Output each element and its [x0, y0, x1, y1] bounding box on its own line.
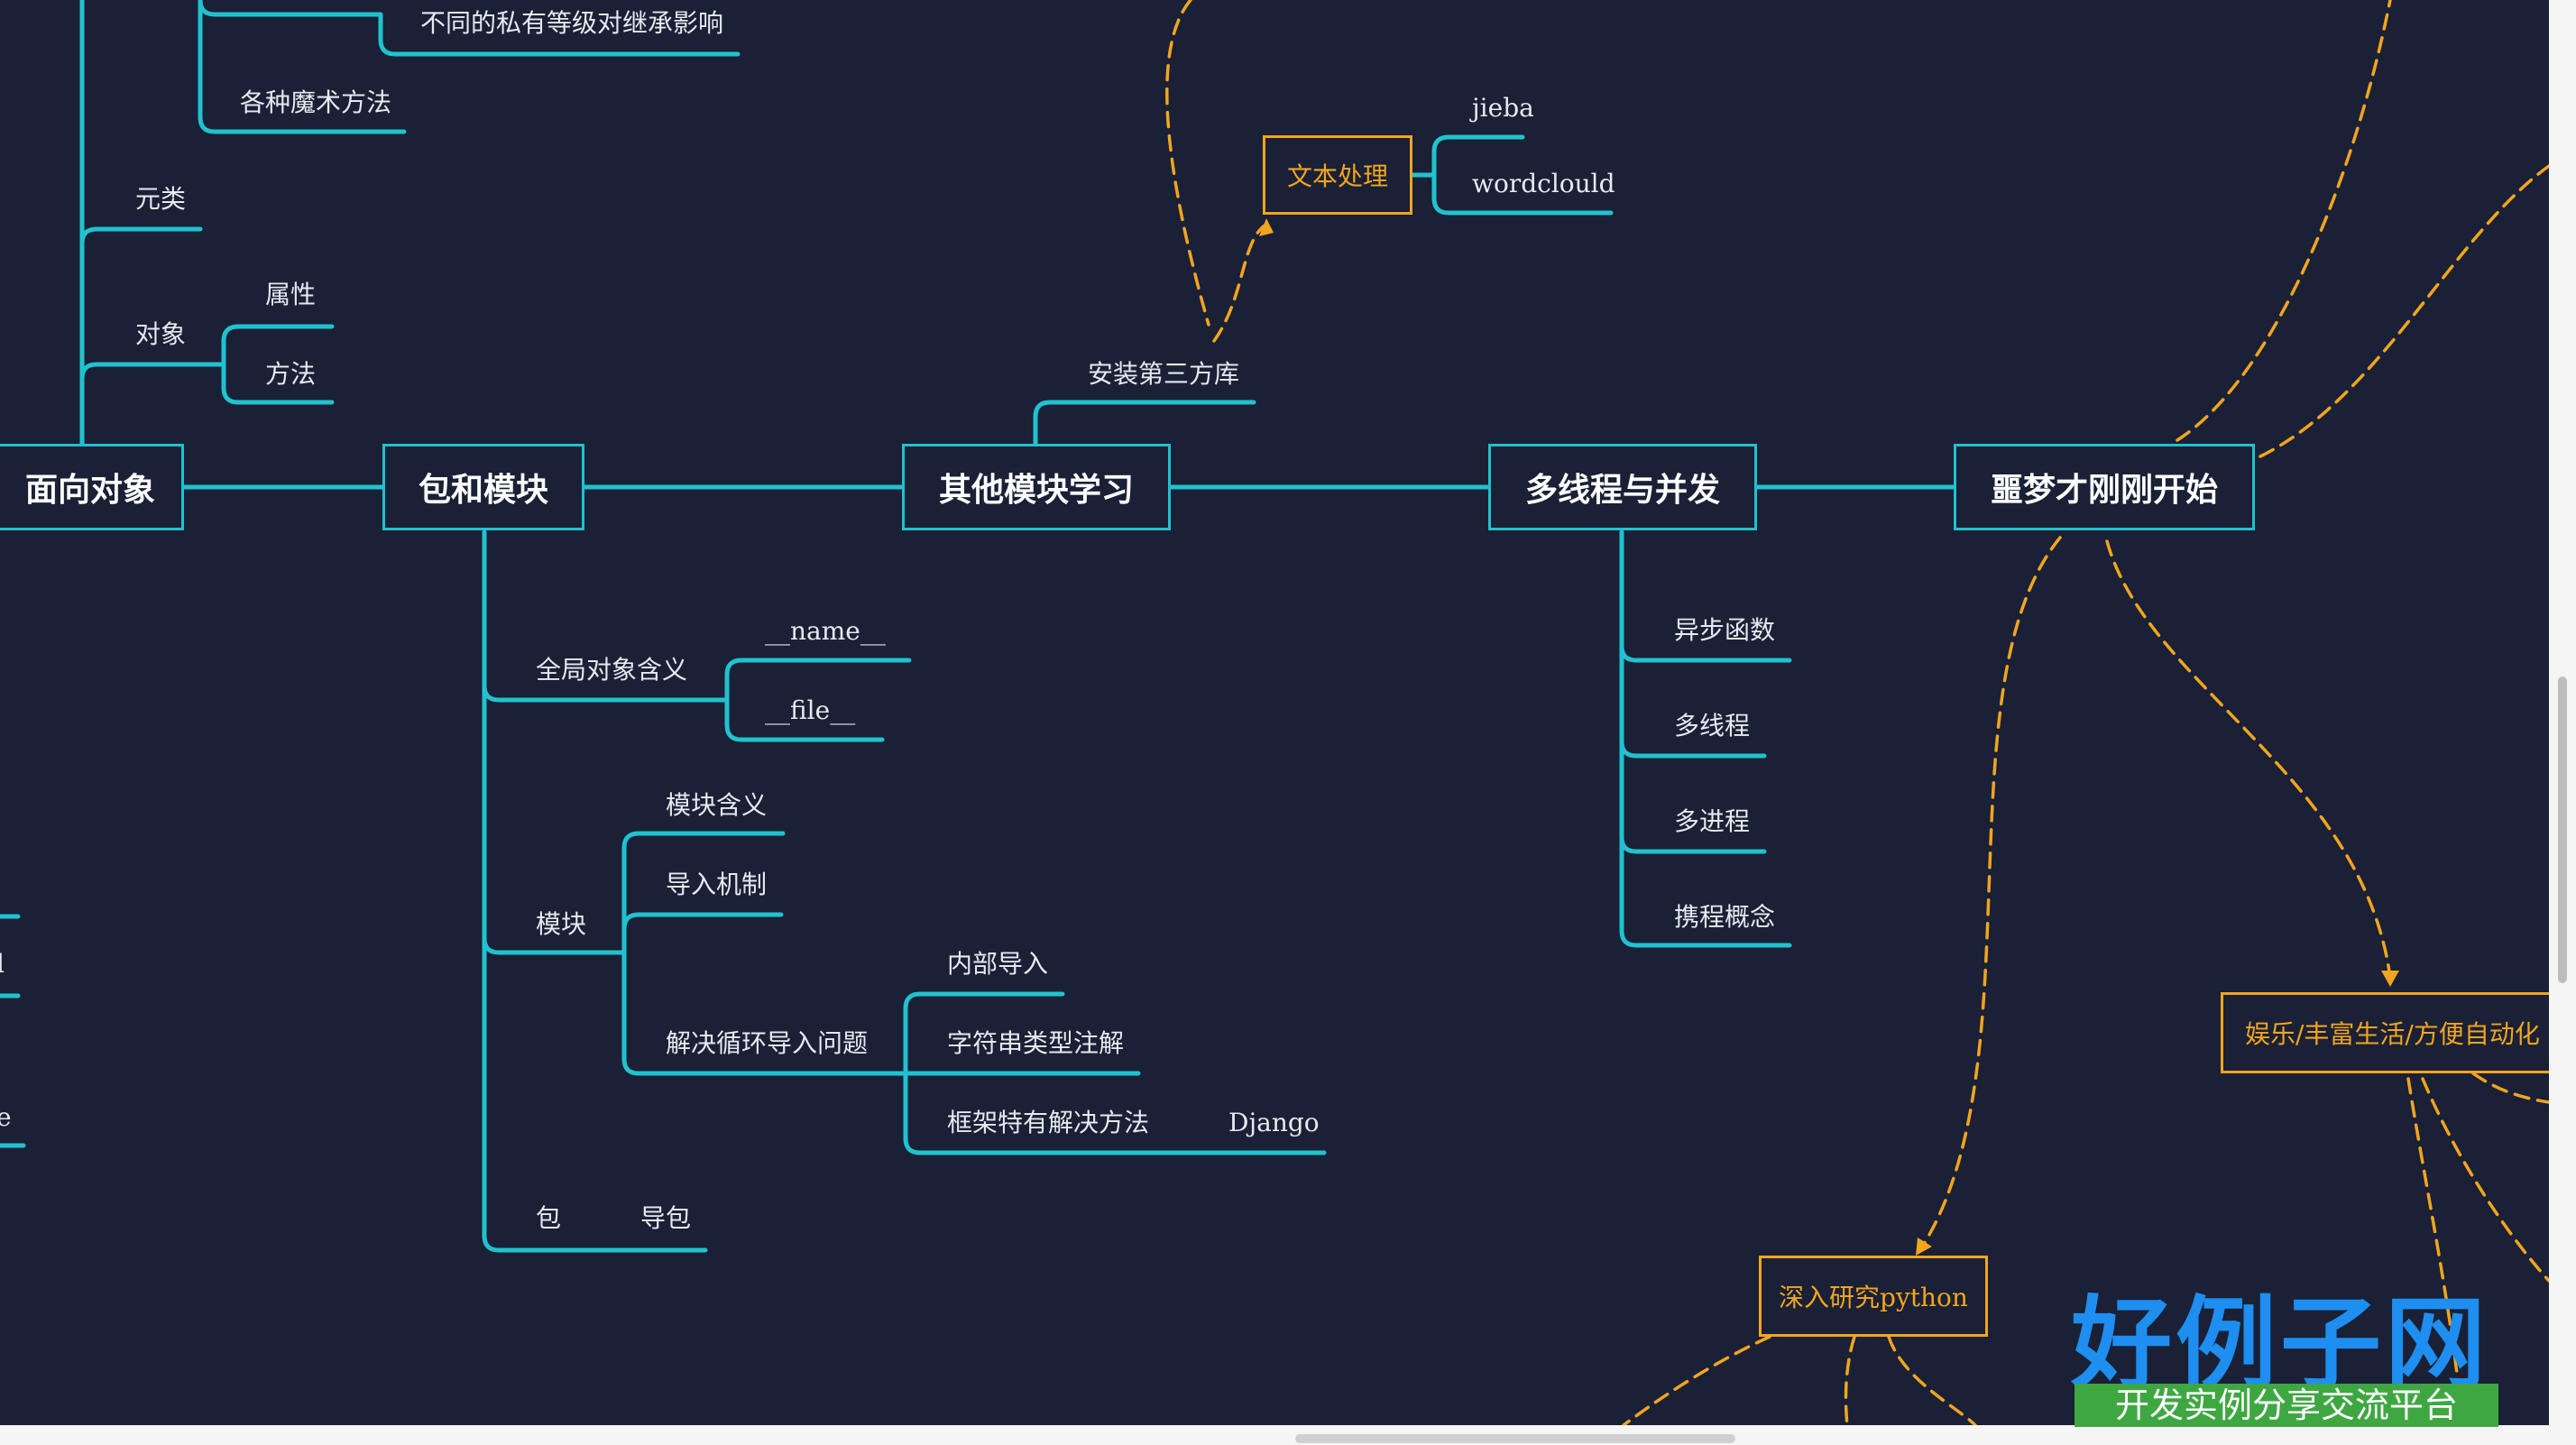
label-internal-import[interactable]: 内部导入	[947, 949, 1049, 979]
object-subbranch	[221, 324, 335, 405]
label-multithread[interactable]: 多线程	[1674, 711, 1751, 741]
node-entertainment-label: 娱乐/丰富生活/方便自动化	[2245, 1019, 2540, 1049]
horizontal-scrollbar[interactable]	[1295, 1434, 1735, 1443]
metaclass-connector	[79, 226, 203, 246]
label-circular-import[interactable]: 解决循环导入问题	[666, 1028, 869, 1058]
label-module[interactable]: 模块	[536, 909, 587, 939]
dashed-curve-top	[1165, 0, 1210, 327]
label-install-third-party[interactable]: 安装第三方库	[1088, 359, 1240, 389]
label-package[interactable]: 包	[536, 1203, 562, 1233]
dashed-curve-nightmare-up1	[2176, 0, 2392, 442]
dashed-curve-nightmare-entertainment	[2105, 539, 2392, 980]
left-edge-lines	[0, 914, 26, 1148]
concurrency-trunk	[1619, 529, 1792, 948]
label-wordcloud[interactable]: wordclould	[1472, 169, 1615, 198]
node-concurrency[interactable]: 多线程与并发	[1488, 444, 1757, 530]
label-method[interactable]: 方法	[265, 359, 317, 389]
label-inheritance-privacy[interactable]: 不同的私有等级对继承影响	[420, 8, 724, 38]
label-import-mechanism[interactable]: 导入机制	[666, 870, 768, 899]
oop-upper-trunk	[198, 0, 407, 134]
dashed-curve-deep-down2	[1887, 1335, 1977, 1427]
dashed-curve-install-text	[1212, 224, 1266, 343]
label-coroutine[interactable]: 携程概念	[1674, 902, 1776, 932]
vertical-scrollbar[interactable]	[2558, 676, 2567, 983]
global-subbranch	[724, 658, 912, 742]
dashed-curve-entertainment-down1	[2406, 1077, 2464, 1427]
node-entertainment[interactable]: 娱乐/丰富生活/方便自动化	[2221, 992, 2563, 1073]
label-module-meaning[interactable]: 模块含义	[666, 790, 768, 820]
label-metaclass[interactable]: 元类	[135, 184, 187, 214]
text-processing-subbranch	[1408, 134, 1614, 216]
global-connector	[482, 683, 730, 703]
label-name-attr[interactable]: __name__	[765, 616, 886, 646]
circular-subbranch	[903, 991, 1327, 1155]
node-deep-python-label: 深入研究python	[1779, 1283, 1968, 1312]
node-nightmare-label: 噩梦才刚刚开始	[1990, 472, 2218, 509]
node-text-processing[interactable]: 文本处理	[1263, 135, 1412, 215]
object-connector	[79, 362, 226, 382]
label-jieba[interactable]: jieba	[1472, 93, 1534, 123]
label-magic-methods[interactable]: 各种魔术方法	[240, 87, 392, 117]
node-oop-label: 面向对象	[24, 472, 155, 509]
dashed-curve-entertainment-right	[2471, 1072, 2551, 1104]
node-text-processing-label: 文本处理	[1286, 161, 1388, 191]
label-file-attr[interactable]: __file__	[765, 695, 856, 725]
concurrency-subs	[1619, 643, 1792, 854]
packages-trunk	[482, 529, 708, 1253]
label-multiprocess[interactable]: 多进程	[1674, 806, 1751, 836]
node-nightmare[interactable]: 噩梦才刚刚开始	[1954, 444, 2255, 530]
label-string-annotation[interactable]: 字符串类型注解	[947, 1028, 1125, 1058]
node-deep-python[interactable]: 深入研究python	[1759, 1256, 1988, 1337]
node-oop[interactable]: 面向对象	[0, 444, 184, 530]
bottom-margin	[0, 1425, 2576, 1445]
dashed-curve-nightmare-deep	[1919, 536, 2062, 1250]
label-attribute[interactable]: 属性	[265, 280, 317, 309]
dashed-curve-deep-left	[1622, 1335, 1771, 1427]
node-concurrency-label: 多线程与并发	[1524, 472, 1720, 509]
label-import-package[interactable]: 导包	[640, 1203, 692, 1233]
node-other-modules[interactable]: 其他模块学习	[902, 444, 1171, 530]
dashed-curve-entertainment-down2	[2421, 1077, 2551, 1283]
arrow-head-text	[1259, 218, 1274, 236]
inheritance-underline	[198, 0, 741, 57]
watermark-subtitle: 开发实例分享交流平台	[2075, 1384, 2498, 1427]
node-other-modules-label: 其他模块学习	[938, 472, 1134, 509]
module-connector	[482, 935, 627, 955]
label-framework-solution[interactable]: 框架特有解决方法	[947, 1108, 1150, 1137]
label-object[interactable]: 对象	[135, 319, 187, 349]
label-async[interactable]: 异步函数	[1674, 615, 1776, 645]
arrow-head-deep	[1916, 1238, 1932, 1256]
left-fragment-2: e	[0, 1102, 12, 1132]
dashed-curve-nightmare-up2	[2259, 164, 2551, 458]
label-global-objects[interactable]: 全局对象含义	[536, 655, 688, 685]
dashed-curve-deep-down1	[1844, 1335, 1856, 1427]
node-packages[interactable]: 包和模块	[382, 444, 584, 530]
label-django[interactable]: Django	[1228, 1108, 1320, 1137]
module-subbranch	[621, 831, 908, 1076]
node-packages-label: 包和模块	[418, 472, 548, 509]
left-fragment-1: l	[0, 949, 5, 979]
install-connector	[1033, 400, 1256, 446]
arrow-head-entertainment	[2381, 971, 2399, 987]
